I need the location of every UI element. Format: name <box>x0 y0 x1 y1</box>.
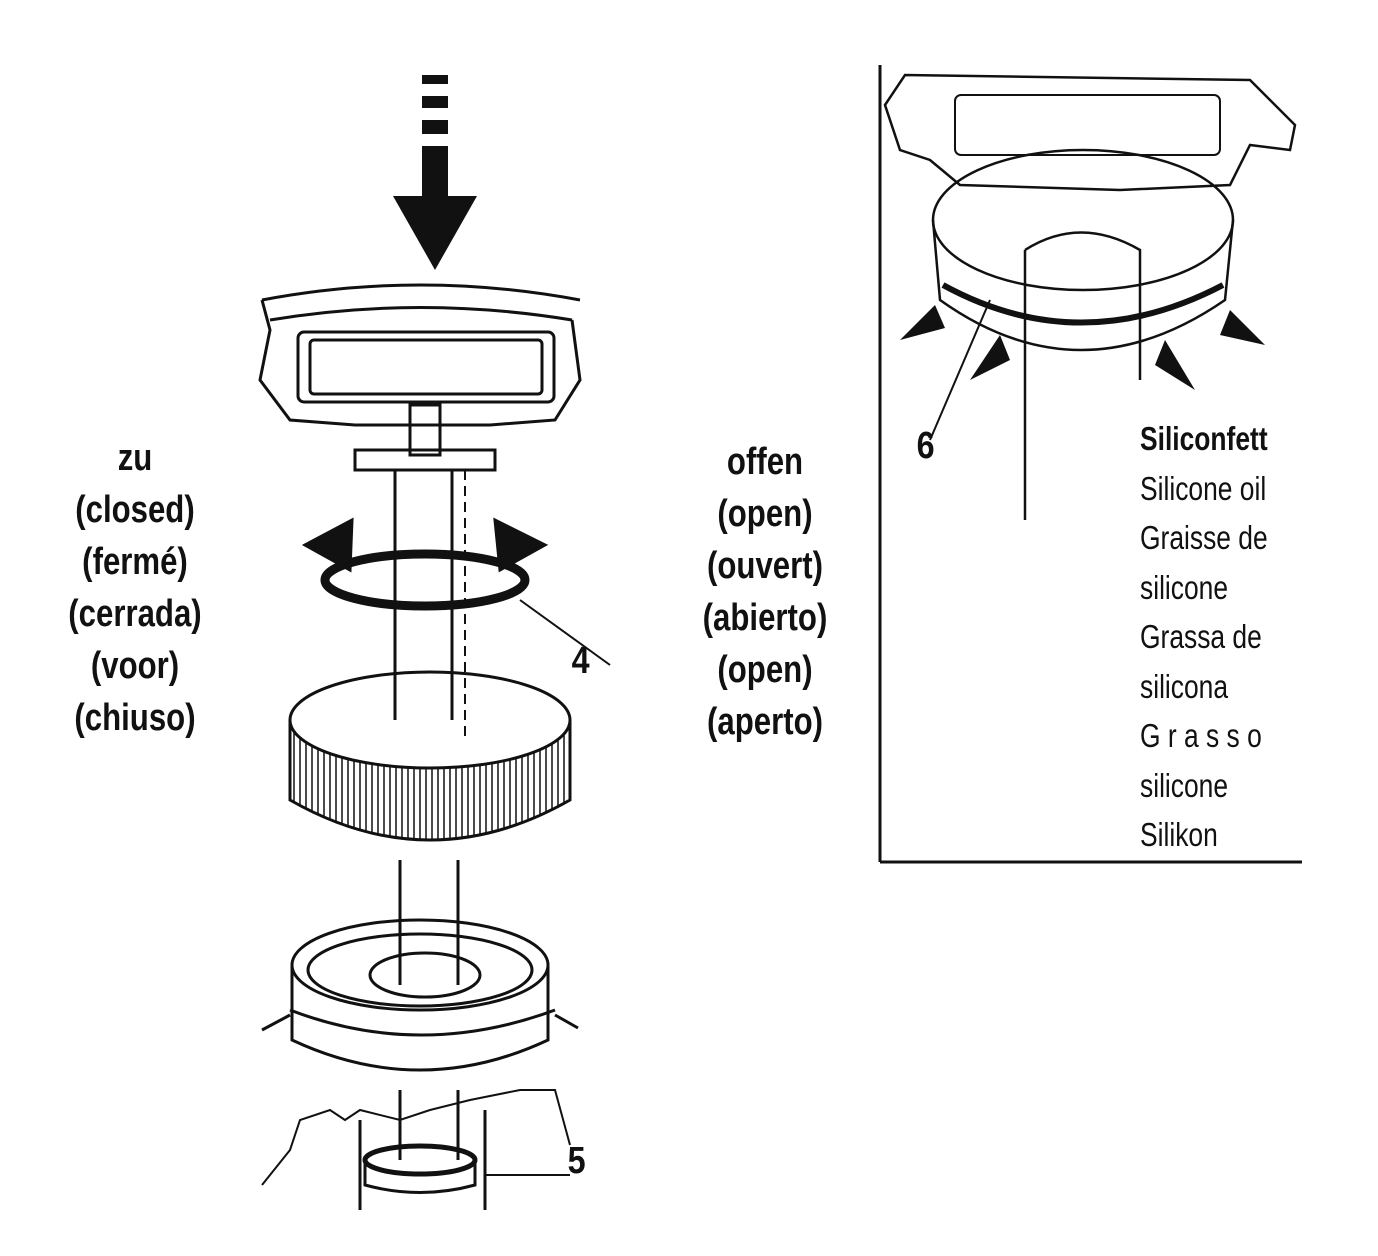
shaft <box>393 470 466 1160</box>
open-label-fr: (ouvert) <box>706 545 823 587</box>
valve-cap <box>261 918 579 1072</box>
closed-label-it: (chiuso) <box>74 697 196 739</box>
open-direction-labels: offen (open) (ouvert) (abierto) (open) (… <box>679 436 851 748</box>
lubricant-label-es-2: silicona <box>1140 667 1229 705</box>
lubricant-label-it-1: G r a s s o <box>1140 717 1262 754</box>
open-label-en: (open) <box>717 493 813 535</box>
lubricant-label-es-1: Grassa de <box>1140 618 1262 655</box>
closed-label-en: (closed) <box>75 489 195 531</box>
grease-point-arrows-icon <box>900 305 1265 390</box>
part-number-4: 4 <box>571 640 590 682</box>
lubricant-label-it-2: silicone <box>1140 766 1229 804</box>
lubricant-label-fr-2: silicone <box>1140 568 1229 606</box>
open-label-nl: (open) <box>717 649 813 691</box>
rotation-arrow-icon <box>301 517 549 611</box>
part-number-6: 6 <box>916 425 935 467</box>
lubricant-label-fr-1: Graisse de <box>1140 519 1268 556</box>
open-label-es: (abierto) <box>702 597 828 639</box>
lubricant-label-de: Siliconfett <box>1140 420 1268 457</box>
closed-label-es: (cerrada) <box>68 593 202 635</box>
closed-label-de: zu <box>117 437 153 479</box>
press-down-arrow-icon <box>393 75 477 270</box>
leader-line-4 <box>519 599 611 666</box>
handle <box>258 283 582 472</box>
closed-label-nl: (voor) <box>90 645 180 687</box>
knurled-nut <box>288 670 572 842</box>
open-label-it: (aperto) <box>706 701 823 743</box>
lubricant-labels: Siliconfett Silicone oil Graisse de sili… <box>1140 414 1268 860</box>
inset-detail <box>878 65 1302 864</box>
valve-body <box>261 1089 571 1210</box>
lubricant-label-en: Silicone oil <box>1140 469 1267 507</box>
lubricant-label-nl: Silikon <box>1140 816 1218 853</box>
closed-label-fr: (fermé) <box>82 541 188 583</box>
part-number-5: 5 <box>567 1140 586 1182</box>
open-label-de: offen <box>726 441 804 483</box>
closed-direction-labels: zu (closed) (fermé) (cerrada) (voor) (ch… <box>53 432 217 744</box>
